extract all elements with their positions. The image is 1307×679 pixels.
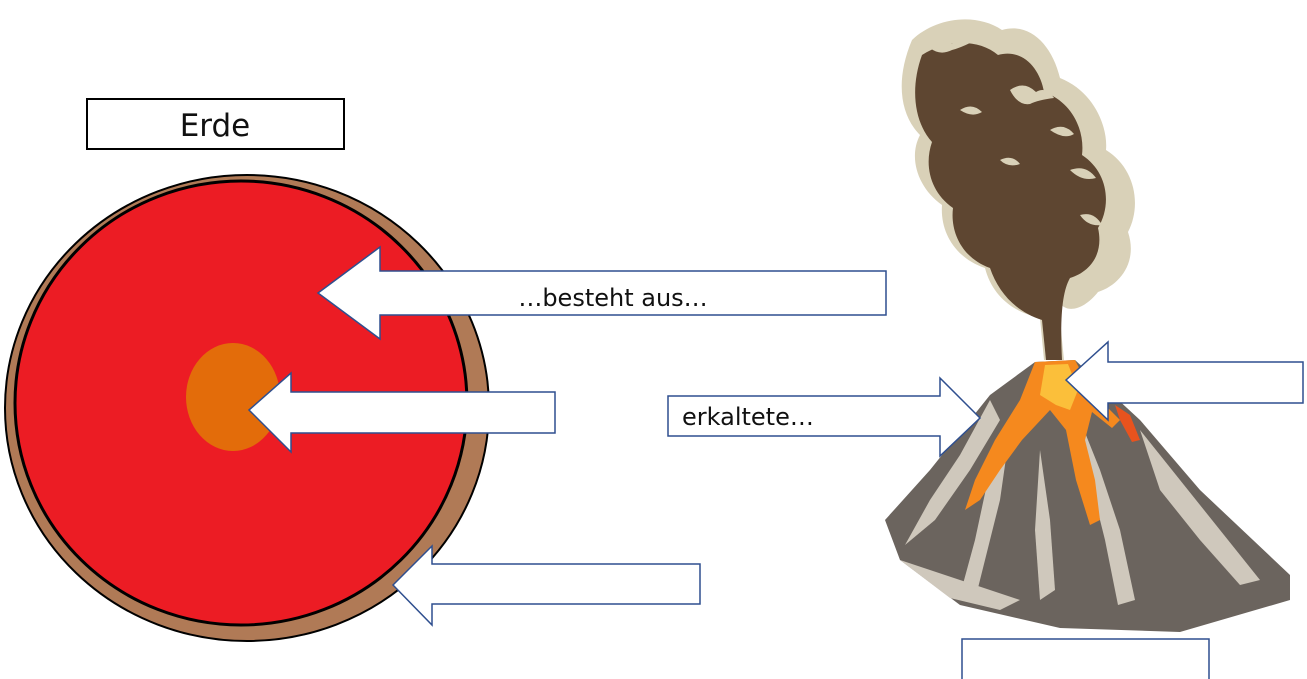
volcano-arrow-crater	[1064, 340, 1304, 422]
volcano-arrow-cooled-lava: erkaltete…	[667, 376, 982, 458]
earth-arrow-crust	[391, 544, 701, 627]
earth-diagram: Erde …besteht aus…	[4, 98, 887, 642]
earth-arrow-outer-text: …besteht aus…	[518, 284, 707, 312]
ash-cloud-illustration	[901, 19, 1135, 360]
earth-title-box: Erde	[86, 98, 345, 150]
volcano-arrow-cooled-lava-text: erkaltete…	[682, 403, 814, 431]
earth-core-layer	[186, 343, 280, 451]
volcano-bottom-box	[961, 638, 1210, 679]
earth-arrow-outer: …besteht aus…	[316, 245, 887, 341]
volcano-mountain-illustration	[885, 360, 1290, 632]
earth-arrow-core	[247, 371, 556, 454]
volcano-diagram: erkaltete…	[667, 19, 1304, 679]
earth-title-text: Erde	[180, 108, 251, 144]
